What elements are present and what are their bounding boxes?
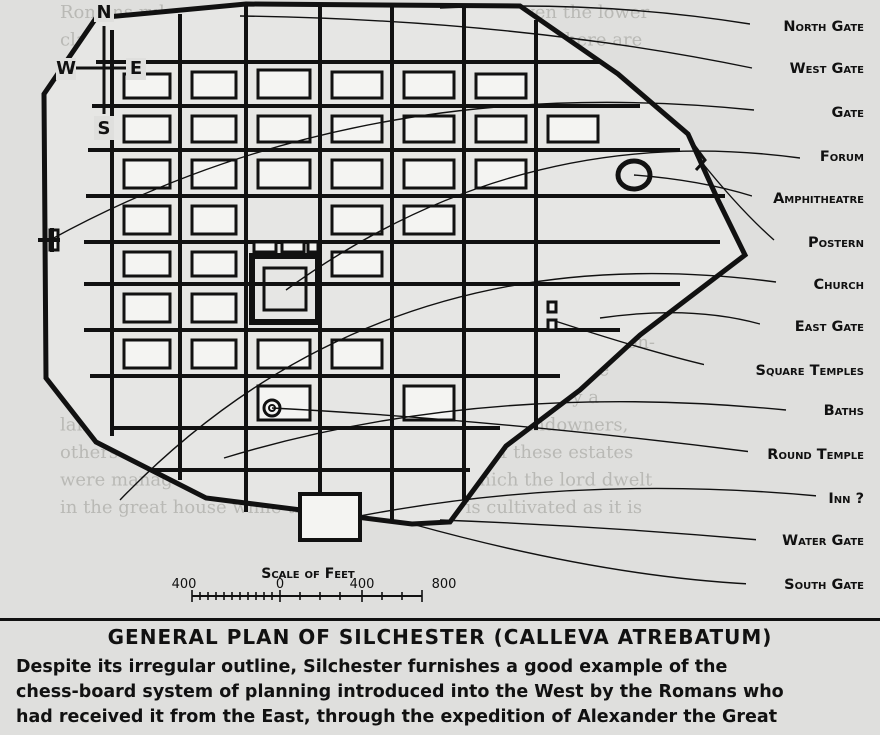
- label-gate: Gate: [831, 105, 864, 121]
- scale-of-feet: Scale of Feet 400 0 400 800: [164, 562, 460, 612]
- town-wall: [41, 1, 749, 527]
- postern-mark: [688, 139, 707, 172]
- label-south-gate: South Gate: [784, 577, 864, 593]
- caption-body: Despite its irregular outline, Silcheste…: [16, 655, 866, 730]
- compass-north: N: [96, 2, 111, 23]
- scale-tick-800: 800: [432, 577, 457, 592]
- label-east-gate: East Gate: [795, 319, 864, 335]
- label-west-gate: West Gate: [790, 61, 865, 77]
- inn-block: [298, 492, 362, 542]
- west-gate-mark: [38, 228, 60, 252]
- scale-title: Scale of Feet: [261, 566, 355, 582]
- caption-line: Despite its irregular outline, Silcheste…: [16, 657, 728, 677]
- leader-lines: [49, 5, 819, 585]
- label-north-gate: North Gate: [783, 19, 864, 35]
- caption-line: had received it from the East, through t…: [16, 707, 778, 727]
- label-square-temples: Square Temples: [756, 363, 864, 379]
- label-amphitheatre: Amphitheatre: [773, 191, 864, 207]
- scale-tick-400: 400: [350, 577, 375, 592]
- label-church: Church: [813, 277, 864, 293]
- label-round-temple: Round Temple: [767, 447, 864, 463]
- silchester-plan-figure: Romans rule supreme and inscriptions sho…: [38, 0, 868, 612]
- label-baths: Baths: [824, 403, 864, 419]
- caption-line: chess-board system of planning introduce…: [16, 682, 784, 702]
- label-backings: [704, 14, 868, 594]
- label-inn: Inn ?: [828, 491, 864, 507]
- compass-west: W: [56, 58, 76, 79]
- insulae: [122, 68, 600, 422]
- caption-title: GENERAL PLAN OF SILCHESTER (CALLEVA ATRE…: [107, 625, 773, 649]
- plan-labels: North Gate West Gate Gate Forum Amphithe…: [756, 19, 865, 593]
- figure-caption: GENERAL PLAN OF SILCHESTER (CALLEVA ATRE…: [0, 618, 880, 735]
- label-postern: Postern: [808, 235, 864, 251]
- forum-block: [249, 253, 321, 325]
- compass-rose: N W E S: [56, 0, 146, 140]
- street-grid: [84, 6, 725, 520]
- label-water-gate: Water Gate: [782, 533, 864, 549]
- scale-tick-400-left: 400: [172, 577, 197, 592]
- compass-east: E: [130, 58, 142, 79]
- label-forum: Forum: [820, 149, 864, 165]
- amphitheatre-mark: [615, 158, 653, 192]
- scale-tick-0: 0: [276, 577, 284, 592]
- compass-south: S: [98, 118, 111, 139]
